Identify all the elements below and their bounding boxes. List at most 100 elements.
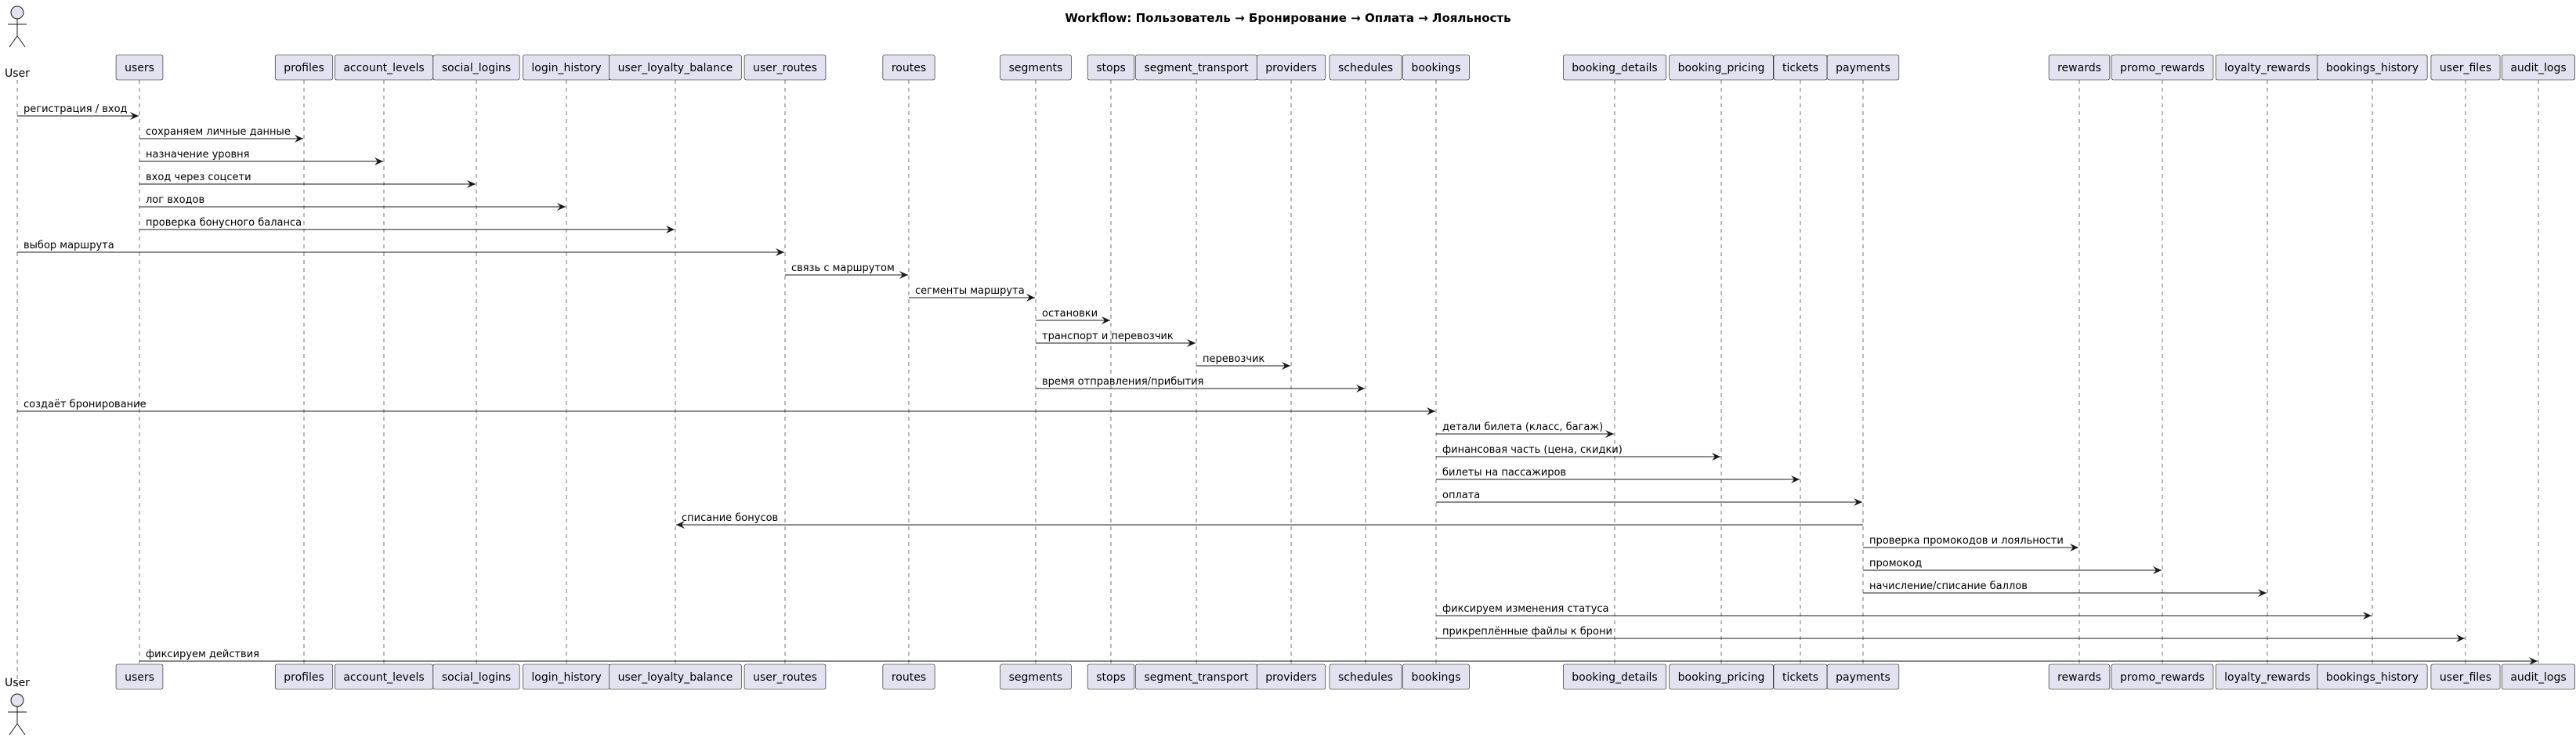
message-5: лог входов [139,194,566,211]
participant-box [1087,663,1135,690]
participant-box [1000,663,1072,690]
participant-label: booking_details [1572,62,1657,74]
participant-label: user_files [2440,62,2491,74]
message-8: связь с маршрутом [785,262,908,279]
participant-bottom-users: users [115,663,164,690]
participant-box [1826,663,1900,690]
participant-box [115,663,164,690]
participant-label: providers [1265,671,1317,684]
participant-bottom-profiles: profiles [274,663,334,690]
actor-leg-right [16,723,26,736]
participant-top-bookings: bookings [1402,54,1470,81]
actor-head [10,5,24,20]
participant-top-providers: providers [1256,54,1326,81]
participant-top-login-history: login_history [523,54,610,81]
lifelines [16,80,2539,689]
participant-bottom-account-levels: account_levels [335,663,433,690]
participant-label: social_logins [442,671,511,684]
participant-box [1402,663,1470,690]
participant-label: tickets [1782,62,1818,74]
participant-bottom-stops: stops [1087,663,1135,690]
participant-label: promo_rewards [2120,671,2205,684]
message-12: перевозчик [1196,353,1290,370]
participant-top-profiles: profiles [274,54,334,81]
actor-label: User [5,67,30,80]
participant-label: audit_logs [2510,62,2566,74]
message-label: прикреплённые файлы к брони [1442,626,1612,638]
participant-box [1669,663,1774,690]
participant-label: booking_details [1572,671,1657,684]
message-21: промокод [1863,558,2162,574]
participant-label: stops [1096,62,1126,74]
participant-box [115,54,164,81]
participant-label: payments [1836,671,1890,684]
participant-bottom-providers: providers [1256,663,1326,690]
message-label: перевозчик [1203,353,1264,365]
participant-top-payments: payments [1826,54,1900,81]
message-label: начисление/списание баллов [1869,580,2028,592]
participant-box [432,663,520,690]
participant-label: schedules [1338,62,1393,74]
participant-bottom-routes: routes [882,663,935,690]
participant-top-booking-details: booking_details [1562,54,1667,81]
participant-box [882,54,935,81]
participant-box [1000,54,1072,81]
participant-label: bookings [1411,62,1460,74]
participant-label: segments [1009,671,1063,684]
message-label: сохраняем личные данные [146,126,291,138]
participant-top-user-loyalty-balance: user_loyalty_balance [609,54,742,81]
participant-bottom-login-history: login_history [523,663,610,690]
actor-leg-left [9,35,18,48]
message-label: промокод [1869,558,1922,569]
participant-label: providers [1265,62,1317,74]
participant-bottom-rewards: rewards [2048,663,2111,690]
participant-top-user-routes: user_routes [743,54,827,81]
message-20: проверка промокодов и лояльности [1863,535,2079,551]
message-10: остановки [1036,308,1110,324]
participant-label: booking_pricing [1678,62,1765,74]
message-15: детали билета (класс, багаж) [1436,421,1614,438]
participant-box [2502,54,2575,81]
participant-box [1826,54,1900,81]
message-label: выбор маршрута [24,240,114,251]
participant-label: tickets [1782,671,1818,684]
participant-box [2317,663,2428,690]
participant-top-audit-logs: audit_logs [2502,54,2575,81]
participant-bottom-booking-details: booking_details [1562,663,1667,690]
message-14: создаёт бронирование [17,399,1435,415]
participant-bottom-booking-pricing: booking_pricing [1669,663,1774,690]
participant-bottom-loyalty-rewards: loyalty_rewards [2215,663,2320,690]
participant-box [1256,54,1326,81]
participant-label: segment_transport [1144,671,1249,684]
participant-top-users: users [115,54,164,81]
participant-box [1562,54,1667,81]
message-11: транспорт и перевозчик [1036,331,1196,347]
participant-bottom-user: User [5,677,30,736]
participant-box [743,663,827,690]
message-22: начисление/списание баллов [1863,580,2267,597]
participant-bottom-promo-rewards: promo_rewards [2111,663,2214,690]
participant-top-stops: stops [1087,54,1135,81]
participant-label: profiles [284,62,324,74]
participant-box [882,663,935,690]
participant-box [2048,54,2111,81]
participant-top-tickets: tickets [1773,54,1828,81]
participant-top-segments: segments [1000,54,1072,81]
message-label: детали билета (класс, багаж) [1442,421,1603,433]
participant-label: payments [1836,62,1890,74]
participant-top-rewards: rewards [2048,54,2111,81]
message-label: связь с маршрутом [791,262,895,274]
message-label: финансовая часть (цена, скидки) [1442,444,1623,456]
participant-label: rewards [2057,671,2101,684]
message-9: сегменты маршрута [909,285,1035,302]
participant-top-schedules: schedules [1329,54,1402,81]
diagram-title: Workflow: Пользователь → Бронирование → … [1065,11,1511,25]
participant-box [2430,663,2501,690]
message-label: фиксируем изменения статуса [1442,603,1609,615]
message-17: билеты на пассажиров [1436,467,1800,483]
message-label: время отправления/прибытия [1042,376,1203,388]
participant-bottom-segments: segments [1000,663,1072,690]
